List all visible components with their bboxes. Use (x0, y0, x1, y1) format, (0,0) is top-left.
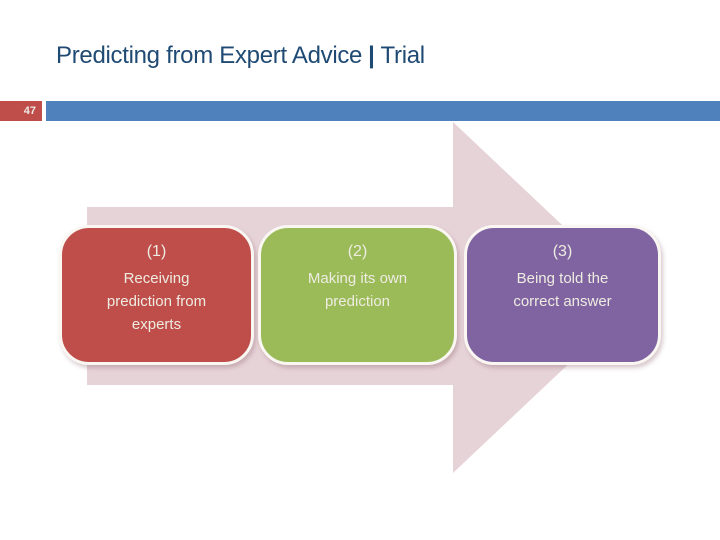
process-step-box-2: (2) Making its own prediction (258, 225, 457, 365)
step-text: Being told the correct answer (513, 270, 612, 310)
step-number: (3) (552, 243, 573, 260)
slide-title: Predicting from Expert Advice|Trial (56, 42, 425, 70)
header-bar (46, 101, 720, 121)
process-step-box-3: (3) Being told the correct answer (464, 225, 661, 365)
slide-title-topic: Trial (380, 42, 426, 69)
step-text: Receiving prediction from experts (106, 270, 207, 333)
process-step-box-1: (1) Receiving prediction from experts (59, 225, 254, 365)
step-number: (2) (347, 243, 368, 260)
title-separator-bar: | (368, 42, 375, 69)
page-number-badge: 47 (0, 101, 42, 121)
step-number: (1) (146, 243, 167, 260)
step-text: Making its own prediction (307, 270, 408, 310)
slide-title-main: Predicting from Expert Advice (56, 42, 363, 69)
